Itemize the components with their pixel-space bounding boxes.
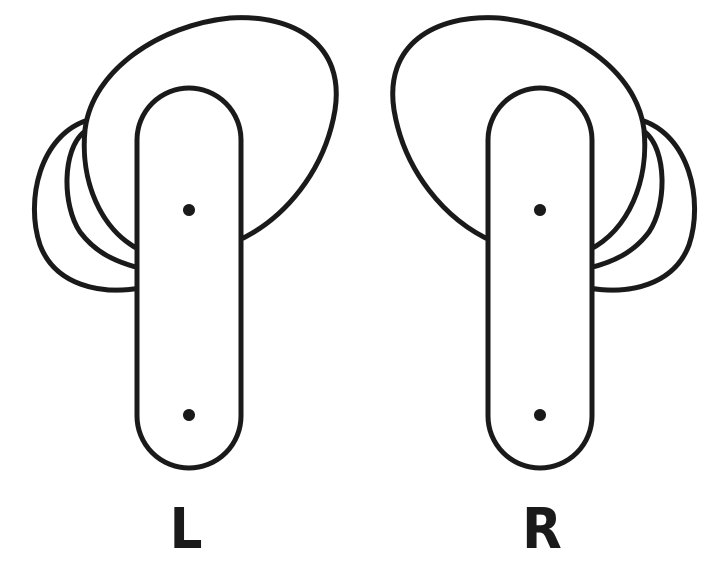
left-mic-dot-upper bbox=[183, 204, 195, 216]
right-stem bbox=[485, 85, 595, 471]
left-earbud bbox=[31, 15, 339, 471]
right-mic-dot-lower bbox=[534, 409, 546, 421]
left-mic-dot-lower bbox=[183, 409, 195, 421]
left-stem bbox=[134, 85, 244, 471]
left-label: L bbox=[169, 497, 203, 562]
right-mic-dot-upper bbox=[534, 204, 546, 216]
right-label: R bbox=[522, 497, 562, 562]
right-earbud bbox=[390, 15, 698, 471]
